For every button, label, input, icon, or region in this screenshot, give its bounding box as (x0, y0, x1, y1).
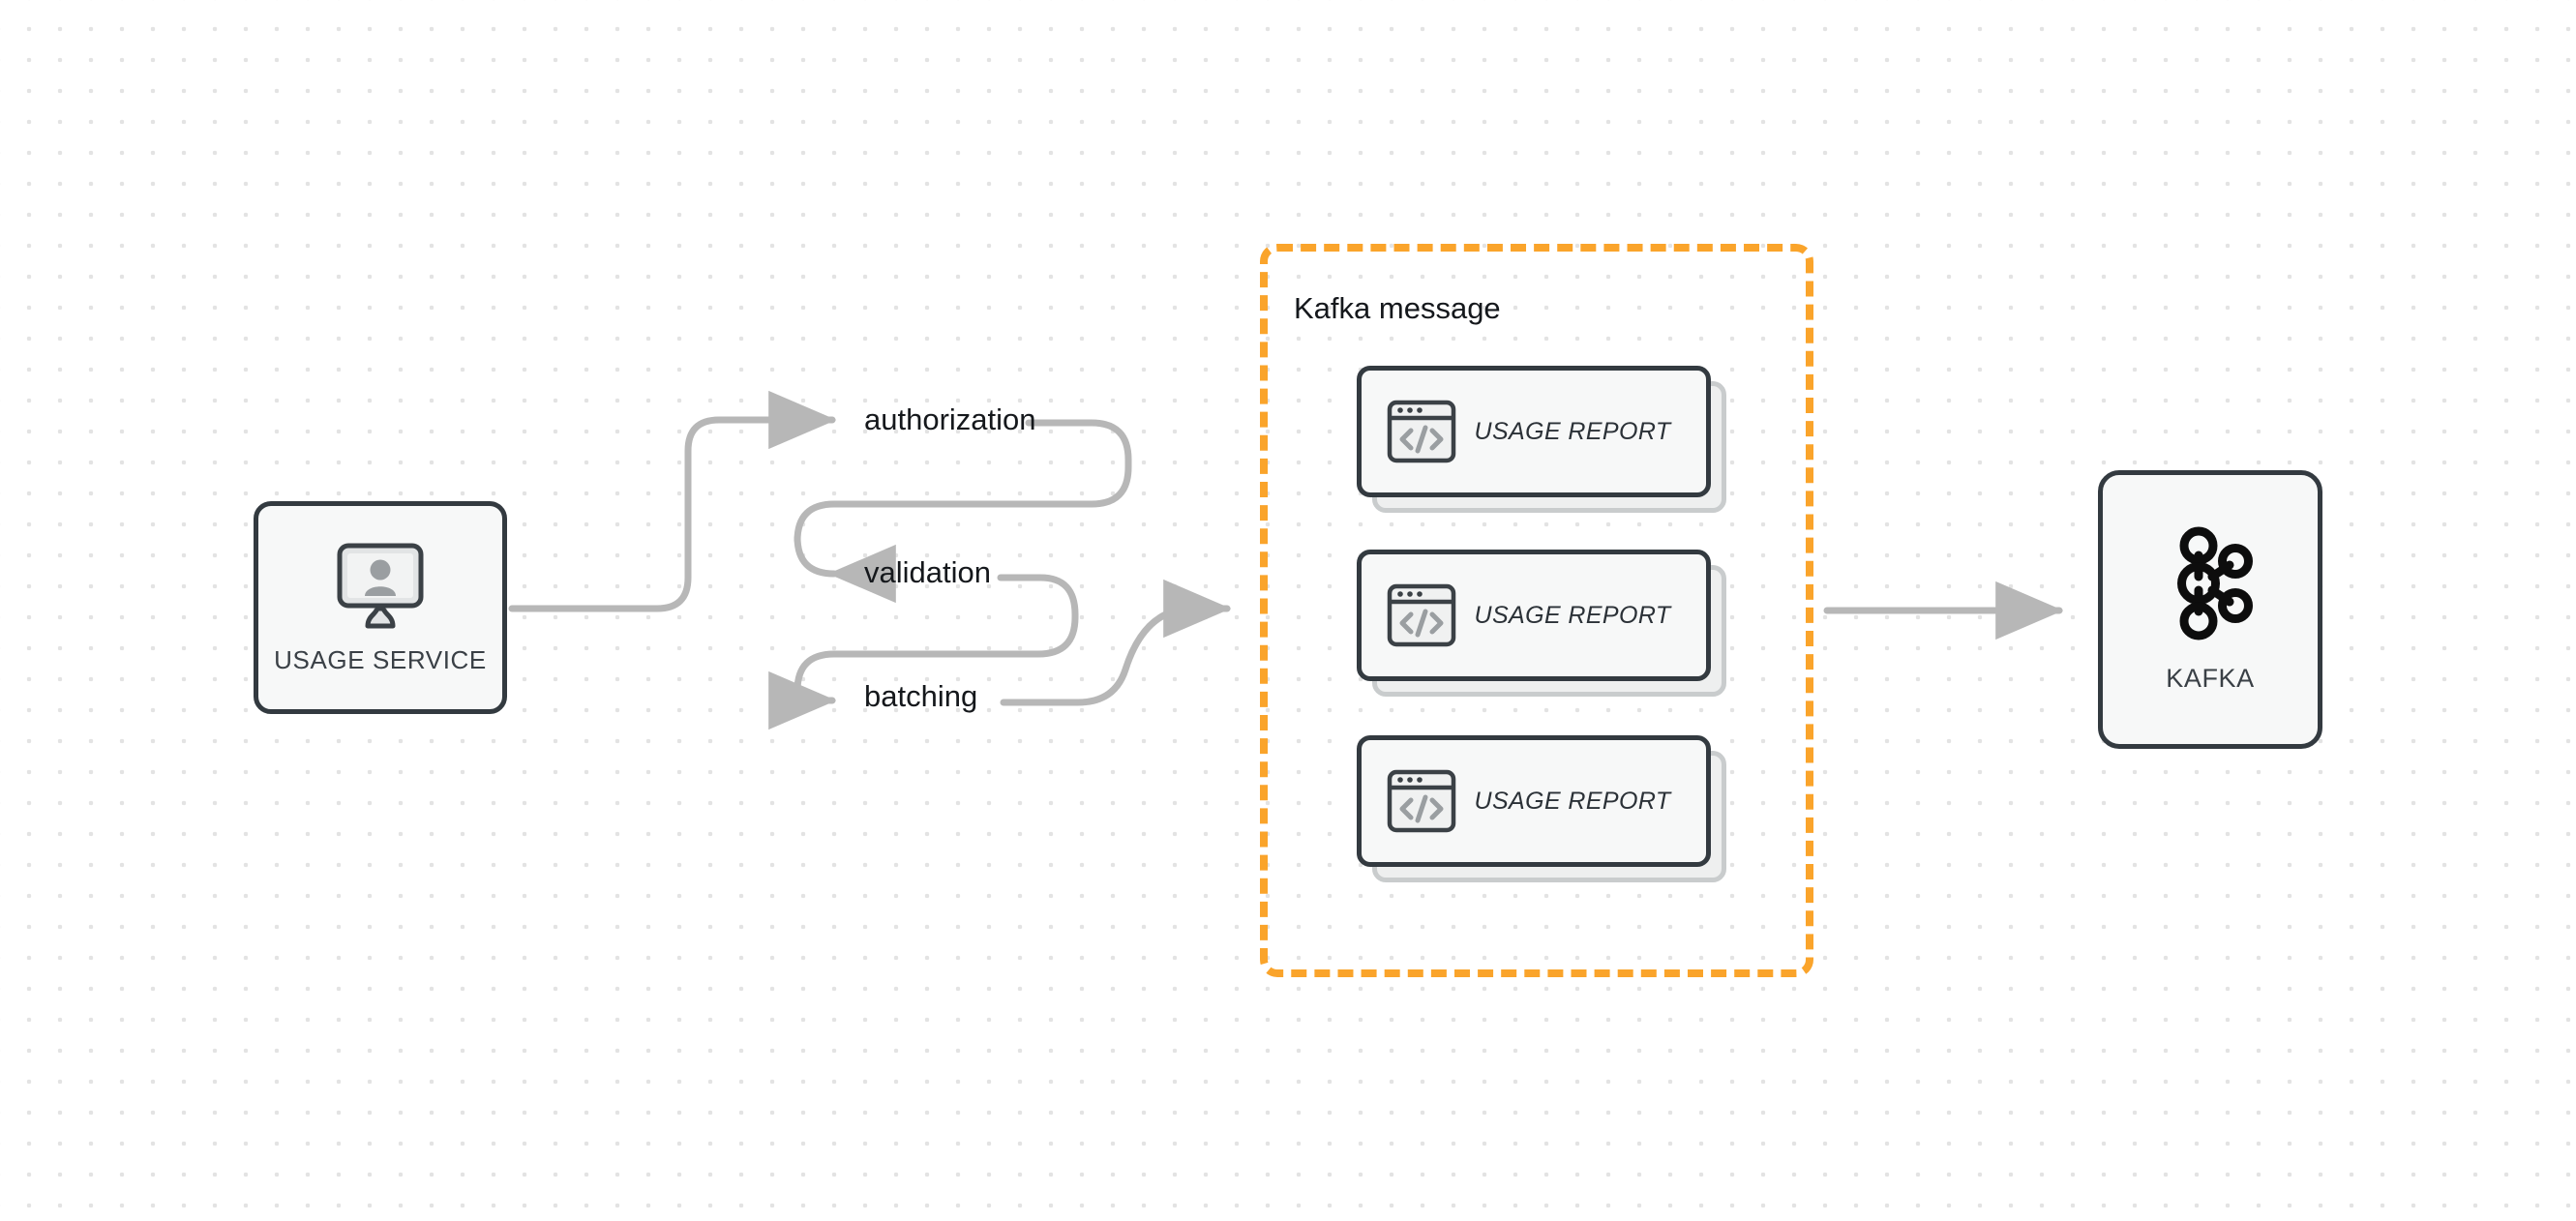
node-usage-service[interactable]: USAGE SERVICE (254, 501, 507, 714)
card-front: USAGE REPORT (1357, 550, 1711, 681)
step-label-authorization: authorization (864, 402, 1036, 436)
card-front: USAGE REPORT (1357, 735, 1711, 867)
kafka-message-group (1260, 244, 1813, 977)
node-kafka-label: KAFKA (2166, 663, 2255, 693)
monitor-user-icon (334, 541, 427, 630)
card-front: USAGE REPORT (1357, 366, 1711, 497)
step-label-validation: validation (864, 555, 991, 589)
kafka-logo-icon (2164, 526, 2257, 640)
edge-usage-service-to-authorization (508, 390, 837, 612)
step-label-batching: batching (864, 679, 978, 713)
usage-report-label: USAGE REPORT (1474, 601, 1671, 629)
node-kafka[interactable]: KAFKA (2098, 470, 2322, 749)
code-window-icon (1387, 400, 1456, 463)
usage-report-label: USAGE REPORT (1474, 417, 1671, 445)
usage-report-card[interactable]: USAGE REPORT (1357, 550, 1726, 697)
usage-report-card[interactable]: USAGE REPORT (1357, 735, 1726, 882)
usage-report-card[interactable]: USAGE REPORT (1357, 366, 1726, 513)
edge-authorization-to-validation (794, 419, 1132, 604)
code-window-icon (1387, 583, 1456, 647)
node-usage-service-label: USAGE SERVICE (274, 644, 487, 674)
code-window-icon (1387, 769, 1456, 833)
edge-batching-to-kafka-message (1000, 579, 1232, 706)
kafka-message-title: Kafka message (1294, 291, 1501, 325)
usage-report-label: USAGE REPORT (1474, 787, 1671, 815)
